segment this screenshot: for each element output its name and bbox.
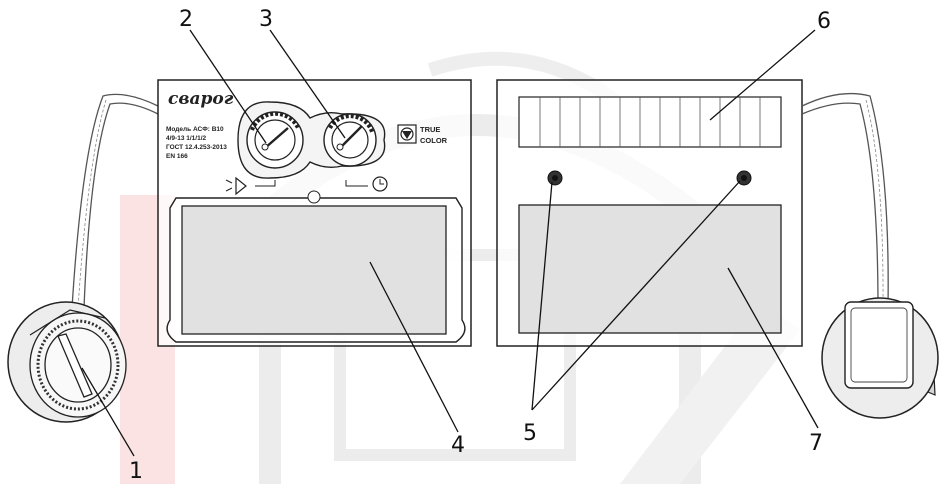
shade-sensitivity-icon	[225, 176, 276, 196]
callout-3: 3	[259, 7, 273, 32]
sensor-icon	[547, 170, 563, 186]
callout-2: 2	[179, 7, 193, 32]
true-color-line-2: COLOR	[420, 136, 448, 145]
callout-4: 4	[451, 433, 465, 458]
callout-5: 5	[523, 421, 537, 446]
ratchet-housing	[821, 297, 939, 419]
true-color-badge: TRUE COLOR	[397, 124, 448, 145]
lcd-filter-window	[181, 205, 447, 335]
label-line-4: EN 166	[166, 153, 188, 160]
delay-clock-icon	[345, 176, 388, 192]
callout-7: 7	[809, 431, 823, 456]
delay-dial[interactable]	[323, 113, 377, 167]
solar-cell	[518, 96, 782, 148]
callout-6: 6	[817, 9, 831, 34]
cartridge-label: Модель АСФ: В10 4/9-13 1/1/1/2 ГОСТ 12.4…	[166, 126, 227, 160]
adf-cartridge-panel: сварог Модель АСФ: В10 4/9-13 1/1/1/2 ГО…	[157, 79, 472, 347]
label-line-2: 4/9-13 1/1/1/2	[166, 135, 206, 142]
label-line-3: ГОСТ 12.4.253-2013	[166, 144, 227, 151]
true-color-icon	[400, 127, 414, 141]
rear-filter-window	[518, 204, 782, 334]
right-headband-strap	[801, 92, 889, 309]
callout-leaders	[81, 29, 819, 457]
callout-1: 1	[129, 459, 143, 484]
sensitivity-dial[interactable]	[246, 111, 304, 169]
callout-labels: 1 2 3 4 5 6 7	[129, 7, 831, 484]
solar-cell-grid	[539, 97, 761, 147]
label-line-1: Модель АСФ: В10	[166, 126, 224, 133]
adjustment-knob[interactable]	[7, 301, 127, 423]
true-color-line-1: TRUE	[420, 125, 440, 134]
left-headband-strap	[71, 93, 159, 309]
brand-logo: сварог	[168, 89, 234, 109]
sensor-icon	[736, 170, 752, 186]
cartridge-rear-panel	[496, 79, 803, 347]
